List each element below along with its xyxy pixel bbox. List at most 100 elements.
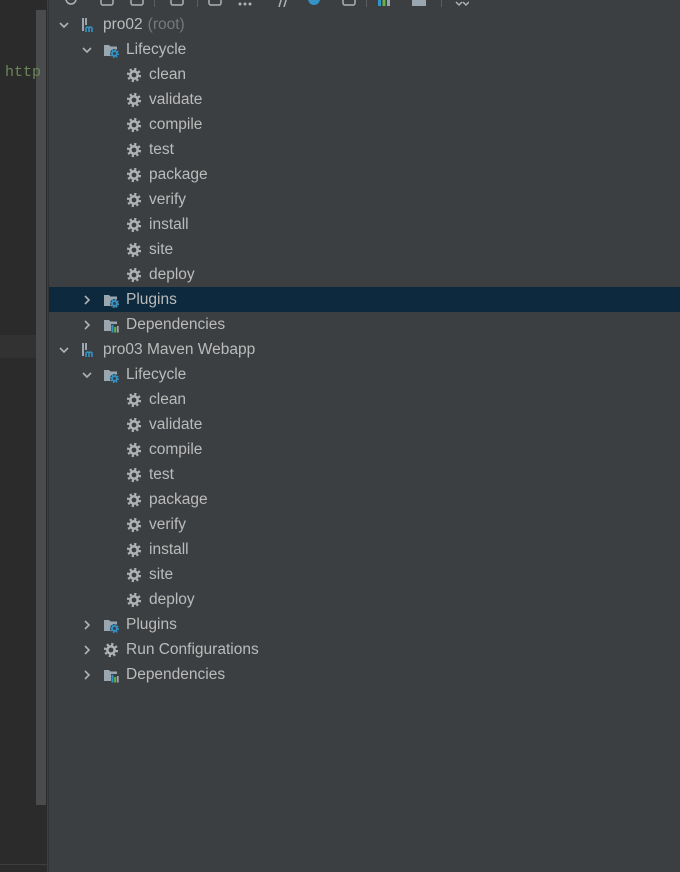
chevron-right-icon[interactable] [80,643,94,657]
tree-row-goal-label: deploy [149,591,195,608]
tree-row-goal-label: install [149,541,189,558]
tree-row-goal-label: test [149,466,174,483]
chevron-down-icon[interactable] [57,18,71,32]
expand-collapse-icon[interactable] [453,0,470,7]
tree-row-goal[interactable]: package [49,487,680,512]
gear-icon [126,267,142,283]
chevron-down-icon[interactable] [57,343,71,357]
chevron-right-icon[interactable] [80,318,94,332]
indent-spacer [103,93,117,107]
tree-row-goal-label: compile [149,441,203,458]
tree-row-plugins[interactable]: Plugins [49,287,680,312]
toggle-offline-icon[interactable] [275,0,291,8]
tree-row-goal[interactable]: site [49,237,680,262]
run-icon[interactable] [207,0,223,7]
tree-row-goal-label: deploy [149,266,195,283]
tree-row-lifecycle-label: Lifecycle [126,366,187,383]
indent-spacer [103,568,117,582]
tree-row-goal[interactable]: deploy [49,262,680,287]
toolbar-separator [366,0,367,7]
tree-row-goal[interactable]: clean [49,62,680,87]
tree-row-dependencies[interactable]: Dependencies [49,312,680,337]
toolbar-separator [441,0,442,7]
tree-row-goal-label: clean [149,391,187,408]
indent-spacer [103,393,117,407]
tree-row-project-label: pro03 Maven Webapp [103,341,256,358]
gear-icon [126,217,142,233]
plugins-folder-icon [103,292,119,308]
run-configurations-icon [103,642,119,658]
tree-row-goal[interactable]: compile [49,112,680,137]
tree-row-goal[interactable]: install [49,212,680,237]
tree-row-goal[interactable]: deploy [49,587,680,612]
tree-row-goal-label: site [149,241,174,258]
tree-row-goal[interactable]: clean [49,387,680,412]
chevron-right-icon[interactable] [80,293,94,307]
tree-row-goal[interactable]: verify [49,187,680,212]
tool-icon[interactable] [341,0,357,7]
tree-row-goal[interactable]: validate [49,87,680,112]
tree-row-lifecycle[interactable]: Lifecycle [49,362,680,387]
skip-tests-icon[interactable] [306,0,322,7]
chevron-right-icon[interactable] [80,668,94,682]
tree-row-goal-label: test [149,141,174,158]
gear-icon [126,142,142,158]
tree-row-goal[interactable]: package [49,162,680,187]
gear-icon [126,592,142,608]
tree-row-plugins-label: Plugins [126,616,177,633]
editor-scrollbar[interactable] [36,10,46,805]
editor-pane[interactable]: http [0,0,47,872]
indent-spacer [103,443,117,457]
reload-icon[interactable] [63,0,79,7]
tree-row-goal[interactable]: validate [49,412,680,437]
tree-row-goal-label: package [149,491,208,508]
current-line-highlight [0,335,36,358]
download-icon[interactable] [169,0,185,7]
indent-spacer [103,518,117,532]
tree-row-project[interactable]: pro03 Maven Webapp [49,337,680,362]
editor-bottom-divider [0,864,47,865]
editor-text[interactable]: http [5,64,42,81]
tree-row-goal[interactable]: test [49,462,680,487]
gear-icon [126,192,142,208]
indent-spacer [103,268,117,282]
tree-row-goal[interactable]: compile [49,437,680,462]
chevron-down-icon[interactable] [80,368,94,382]
maven-project-icon [80,17,96,33]
lifecycle-folder-icon [103,367,119,383]
tree-row-run-configurations[interactable]: Run Configurations [49,637,680,662]
tree-row-project[interactable]: pro02(root) [49,12,680,37]
add-project-icon[interactable] [129,0,145,7]
indent-spacer [103,493,117,507]
gear-icon [126,492,142,508]
gear-icon [126,392,142,408]
tree-row-goal[interactable]: install [49,537,680,562]
tree-row-goal-label: compile [149,116,203,133]
tree-row-goal-label: validate [149,416,203,433]
toolbar-separator [197,0,198,7]
tree-row-goal-label: package [149,166,208,183]
tree-row-lifecycle[interactable]: Lifecycle [49,37,680,62]
tree-row-plugins-label: Plugins [126,291,177,308]
chevron-right-icon[interactable] [80,618,94,632]
tree-row-lifecycle-label: Lifecycle [126,41,187,58]
tree-row-goal[interactable]: verify [49,512,680,537]
execute-goal-icon[interactable] [237,0,253,7]
project-root-suffix: (root) [147,15,185,33]
tree-row-goal[interactable]: site [49,562,680,587]
toolbar-separator [154,0,155,7]
indent-spacer [103,118,117,132]
chevron-down-icon[interactable] [80,43,94,57]
dependencies-folder-icon [103,317,119,333]
tree-row-run-configurations-label: Run Configurations [126,641,259,658]
tree-row-plugins[interactable]: Plugins [49,612,680,637]
gear-icon [126,67,142,83]
settings-icon[interactable] [411,0,427,7]
lifecycle-folder-icon [103,42,119,58]
generate-sources-icon[interactable] [99,0,115,7]
tree-row-goal[interactable]: test [49,137,680,162]
tree-row-dependencies[interactable]: Dependencies [49,662,680,687]
show-dependencies-icon[interactable] [377,0,393,7]
indent-spacer [103,168,117,182]
